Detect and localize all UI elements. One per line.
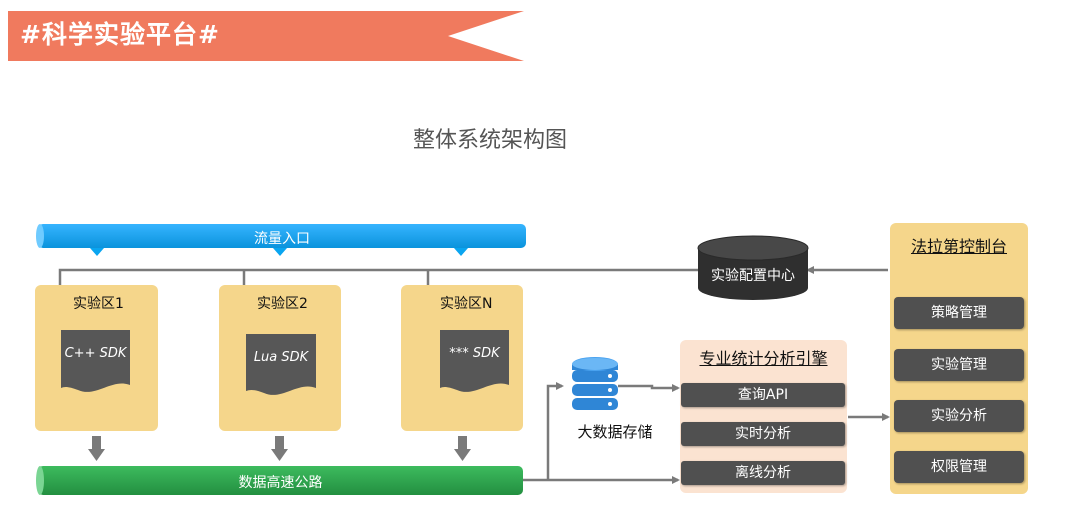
control-console-title: 法拉第控制台 [910,237,1007,256]
console-item-experiment: 实验管理 [894,349,1024,381]
console-item-analysis: 实验分析 [894,400,1024,432]
config-center-cylinder [697,235,809,300]
zone-1-label: 实验区1 [73,296,124,312]
diagram-title: 整体系统架构图 [412,128,567,153]
database-icon [572,357,618,410]
data-pipe [36,466,523,495]
banner-title: #科学实验平台# [20,20,220,49]
offline-analysis-box: 离线分析 [681,461,845,485]
zone-down-arrows [88,436,471,461]
data-pipe-connectors [523,382,890,484]
data-pipe-label: 数据高速公路 [238,475,323,491]
query-api-box: 查询API [681,383,845,407]
sdk-label-1: C++ SDK [64,346,127,361]
console-item-strategy: 策略管理 [894,297,1024,329]
sdk-label-n: *** SDK [449,346,500,361]
traffic-pipe [36,224,526,256]
stats-engine-title: 专业统计分析引擎 [699,349,828,368]
sdk-doc-2 [246,334,316,395]
title-banner [8,11,524,61]
zone-2-label: 实验区2 [257,296,308,312]
realtime-analysis-box: 实时分析 [681,422,845,446]
sdk-doc-n [440,330,509,392]
traffic-pipe-label: 流量入口 [254,231,310,247]
storage-label: 大数据存储 [577,423,653,441]
config-center-label: 实验配置中心 [711,268,795,284]
sdk-label-2: Lua SDK [253,350,309,365]
sdk-doc-1 [61,330,130,392]
console-item-permission: 权限管理 [894,451,1024,483]
zone-n-label: 实验区N [440,296,493,312]
